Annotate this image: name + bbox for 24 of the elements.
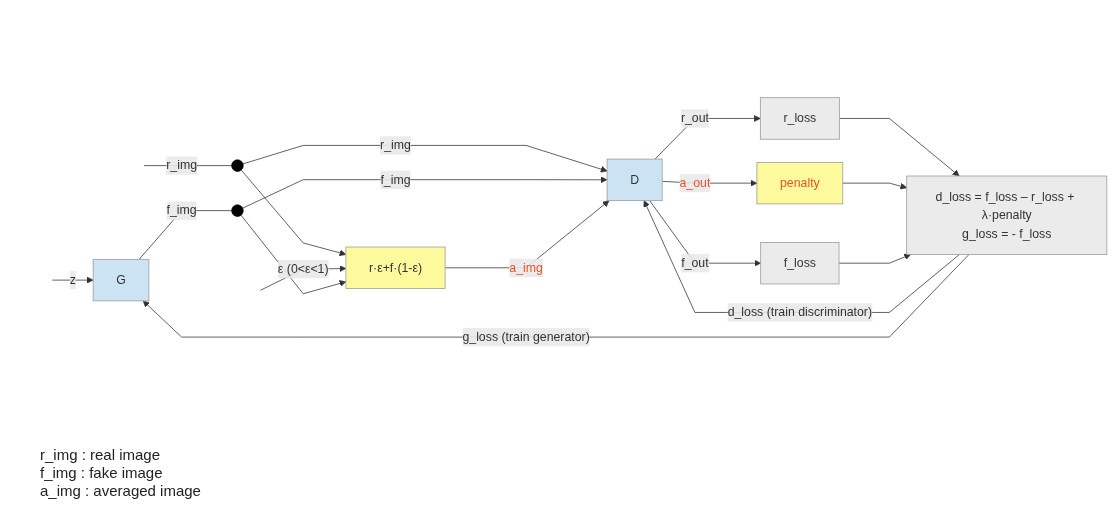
edge-label: f_img <box>380 172 411 186</box>
node-box: D <box>606 158 663 202</box>
edge-label: a_out <box>679 176 711 190</box>
note-text: f_img : fake image <box>40 464 163 482</box>
edge-label: a_img <box>509 260 543 274</box>
edge-label: f_img <box>166 203 197 217</box>
node-circle <box>231 159 244 172</box>
node-box: d_loss = f_loss – r_loss + λ·penalty g_loss = - f_loss <box>906 175 1108 255</box>
edge-label: z <box>69 273 76 287</box>
edge-label: r_img <box>380 138 411 152</box>
edge-label: f_out <box>681 256 709 270</box>
node-box: r·ε+f·(1-ε) <box>345 246 446 289</box>
node-box: f_loss <box>760 242 840 285</box>
node-box: r_loss <box>759 97 840 140</box>
node-box: G <box>92 258 150 302</box>
edge-label: g_loss (train generator) <box>462 330 590 344</box>
edge-label: ε (0<ε<1) <box>277 262 329 276</box>
edge-label: r_out <box>680 111 709 125</box>
note-text: r_img : real image <box>40 446 161 464</box>
note-text: a_img : averaged image <box>40 482 201 500</box>
node-circle <box>231 204 244 217</box>
node-box: penalty <box>756 161 844 205</box>
edge-label: d_loss (train discriminator) <box>727 305 873 319</box>
edge-label: r_img <box>166 158 198 172</box>
